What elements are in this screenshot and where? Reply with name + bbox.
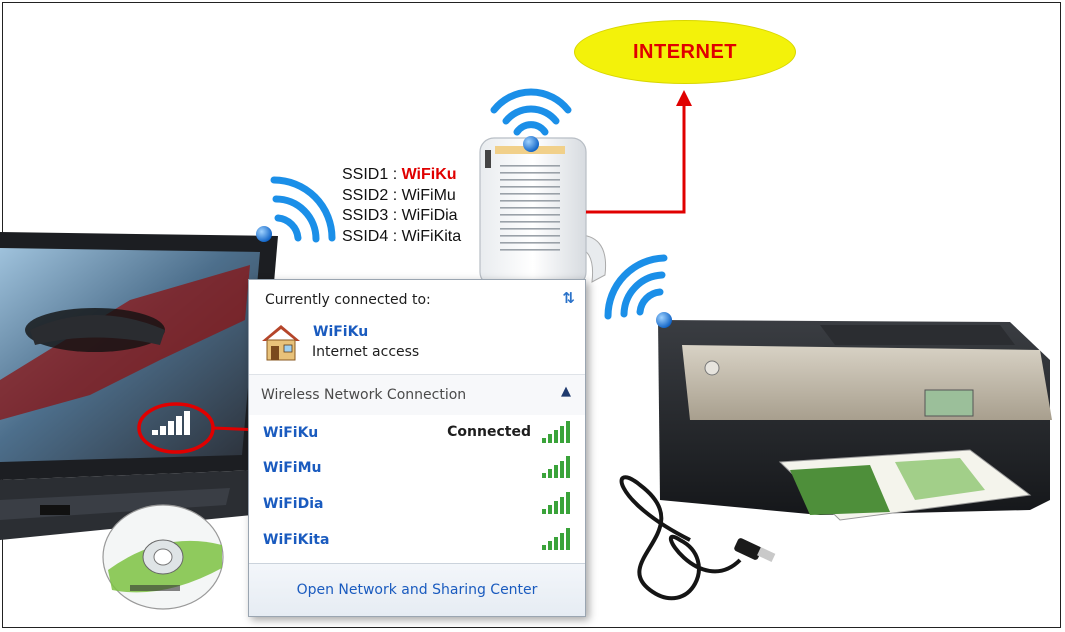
refresh-icon[interactable]: ⇅: [562, 289, 575, 307]
network-name: WiFiMu: [263, 460, 322, 476]
ssid-name: WiFiKita: [401, 227, 462, 245]
current-network-name: WiFiKu: [313, 324, 369, 340]
ssid-name: WiFiDia: [401, 207, 458, 224]
driver-cd-icon: [102, 504, 224, 610]
network-item[interactable]: WiFiKu Connected: [249, 416, 585, 450]
popup-footer: Open Network and Sharing Center: [249, 563, 585, 616]
section-label: Wireless Network Connection: [261, 387, 467, 403]
internet-label: INTERNET: [633, 40, 737, 63]
laptop-icon: [0, 232, 278, 540]
wifi-waves-icon: [604, 254, 672, 328]
wireless-network-popup: Currently connected to: ⇅ WiFiKu Interne…: [248, 279, 586, 617]
ssid-label: SSID2 :: [342, 186, 402, 204]
connection-status: Connected: [447, 424, 531, 440]
ssid-name-active: WiFiKu: [401, 166, 457, 183]
ssid-line: SSID1 : WiFiKu: [342, 165, 461, 186]
signal-bars-icon: [542, 456, 570, 478]
ssid-label: SSID1 :: [342, 166, 402, 183]
ssid-list: SSID1 : WiFiKu SSID2 : WiFiMu SSID3 : Wi…: [342, 165, 461, 247]
internet-cloud: INTERNET: [574, 20, 796, 84]
network-item[interactable]: WiFiKita: [249, 523, 585, 557]
ssid-line: SSID2 : WiFiMu: [342, 186, 461, 207]
current-network-status: Internet access: [312, 344, 420, 360]
open-network-sharing-center-link[interactable]: Open Network and Sharing Center: [296, 582, 538, 598]
network-item[interactable]: WiFiDia: [249, 487, 585, 521]
house-icon: [262, 325, 300, 361]
usb-cable-icon: [619, 475, 776, 600]
ssid-line: SSID3 : WiFiDia: [342, 206, 461, 227]
signal-bars-icon: [542, 421, 570, 443]
network-name: WiFiKu: [263, 425, 319, 441]
arrow-up-icon: [676, 90, 692, 106]
network-name: WiFiKita: [263, 532, 330, 548]
ssid-name: WiFiMu: [401, 186, 456, 204]
chevron-up-icon[interactable]: ▲: [561, 384, 571, 399]
signal-bars-icon: [542, 492, 570, 514]
ssid-label: SSID4 :: [342, 227, 402, 245]
ssid-label: SSID3 :: [342, 207, 402, 224]
network-item[interactable]: WiFiMu: [249, 451, 585, 485]
wireless-section-header[interactable]: Wireless Network Connection ▲: [249, 374, 585, 415]
network-name: WiFiDia: [263, 496, 324, 512]
signal-bars-icon: [542, 528, 570, 550]
internet-connection-arrow: [586, 90, 692, 214]
wifi-waves-icon: [490, 88, 572, 152]
wifi-waves-icon: [256, 176, 336, 243]
connected-header: Currently connected to:: [265, 292, 431, 308]
ssid-line: SSID4 : WiFiKita: [342, 227, 461, 248]
router-icon: [479, 137, 607, 287]
printer-icon: [658, 320, 1052, 521]
